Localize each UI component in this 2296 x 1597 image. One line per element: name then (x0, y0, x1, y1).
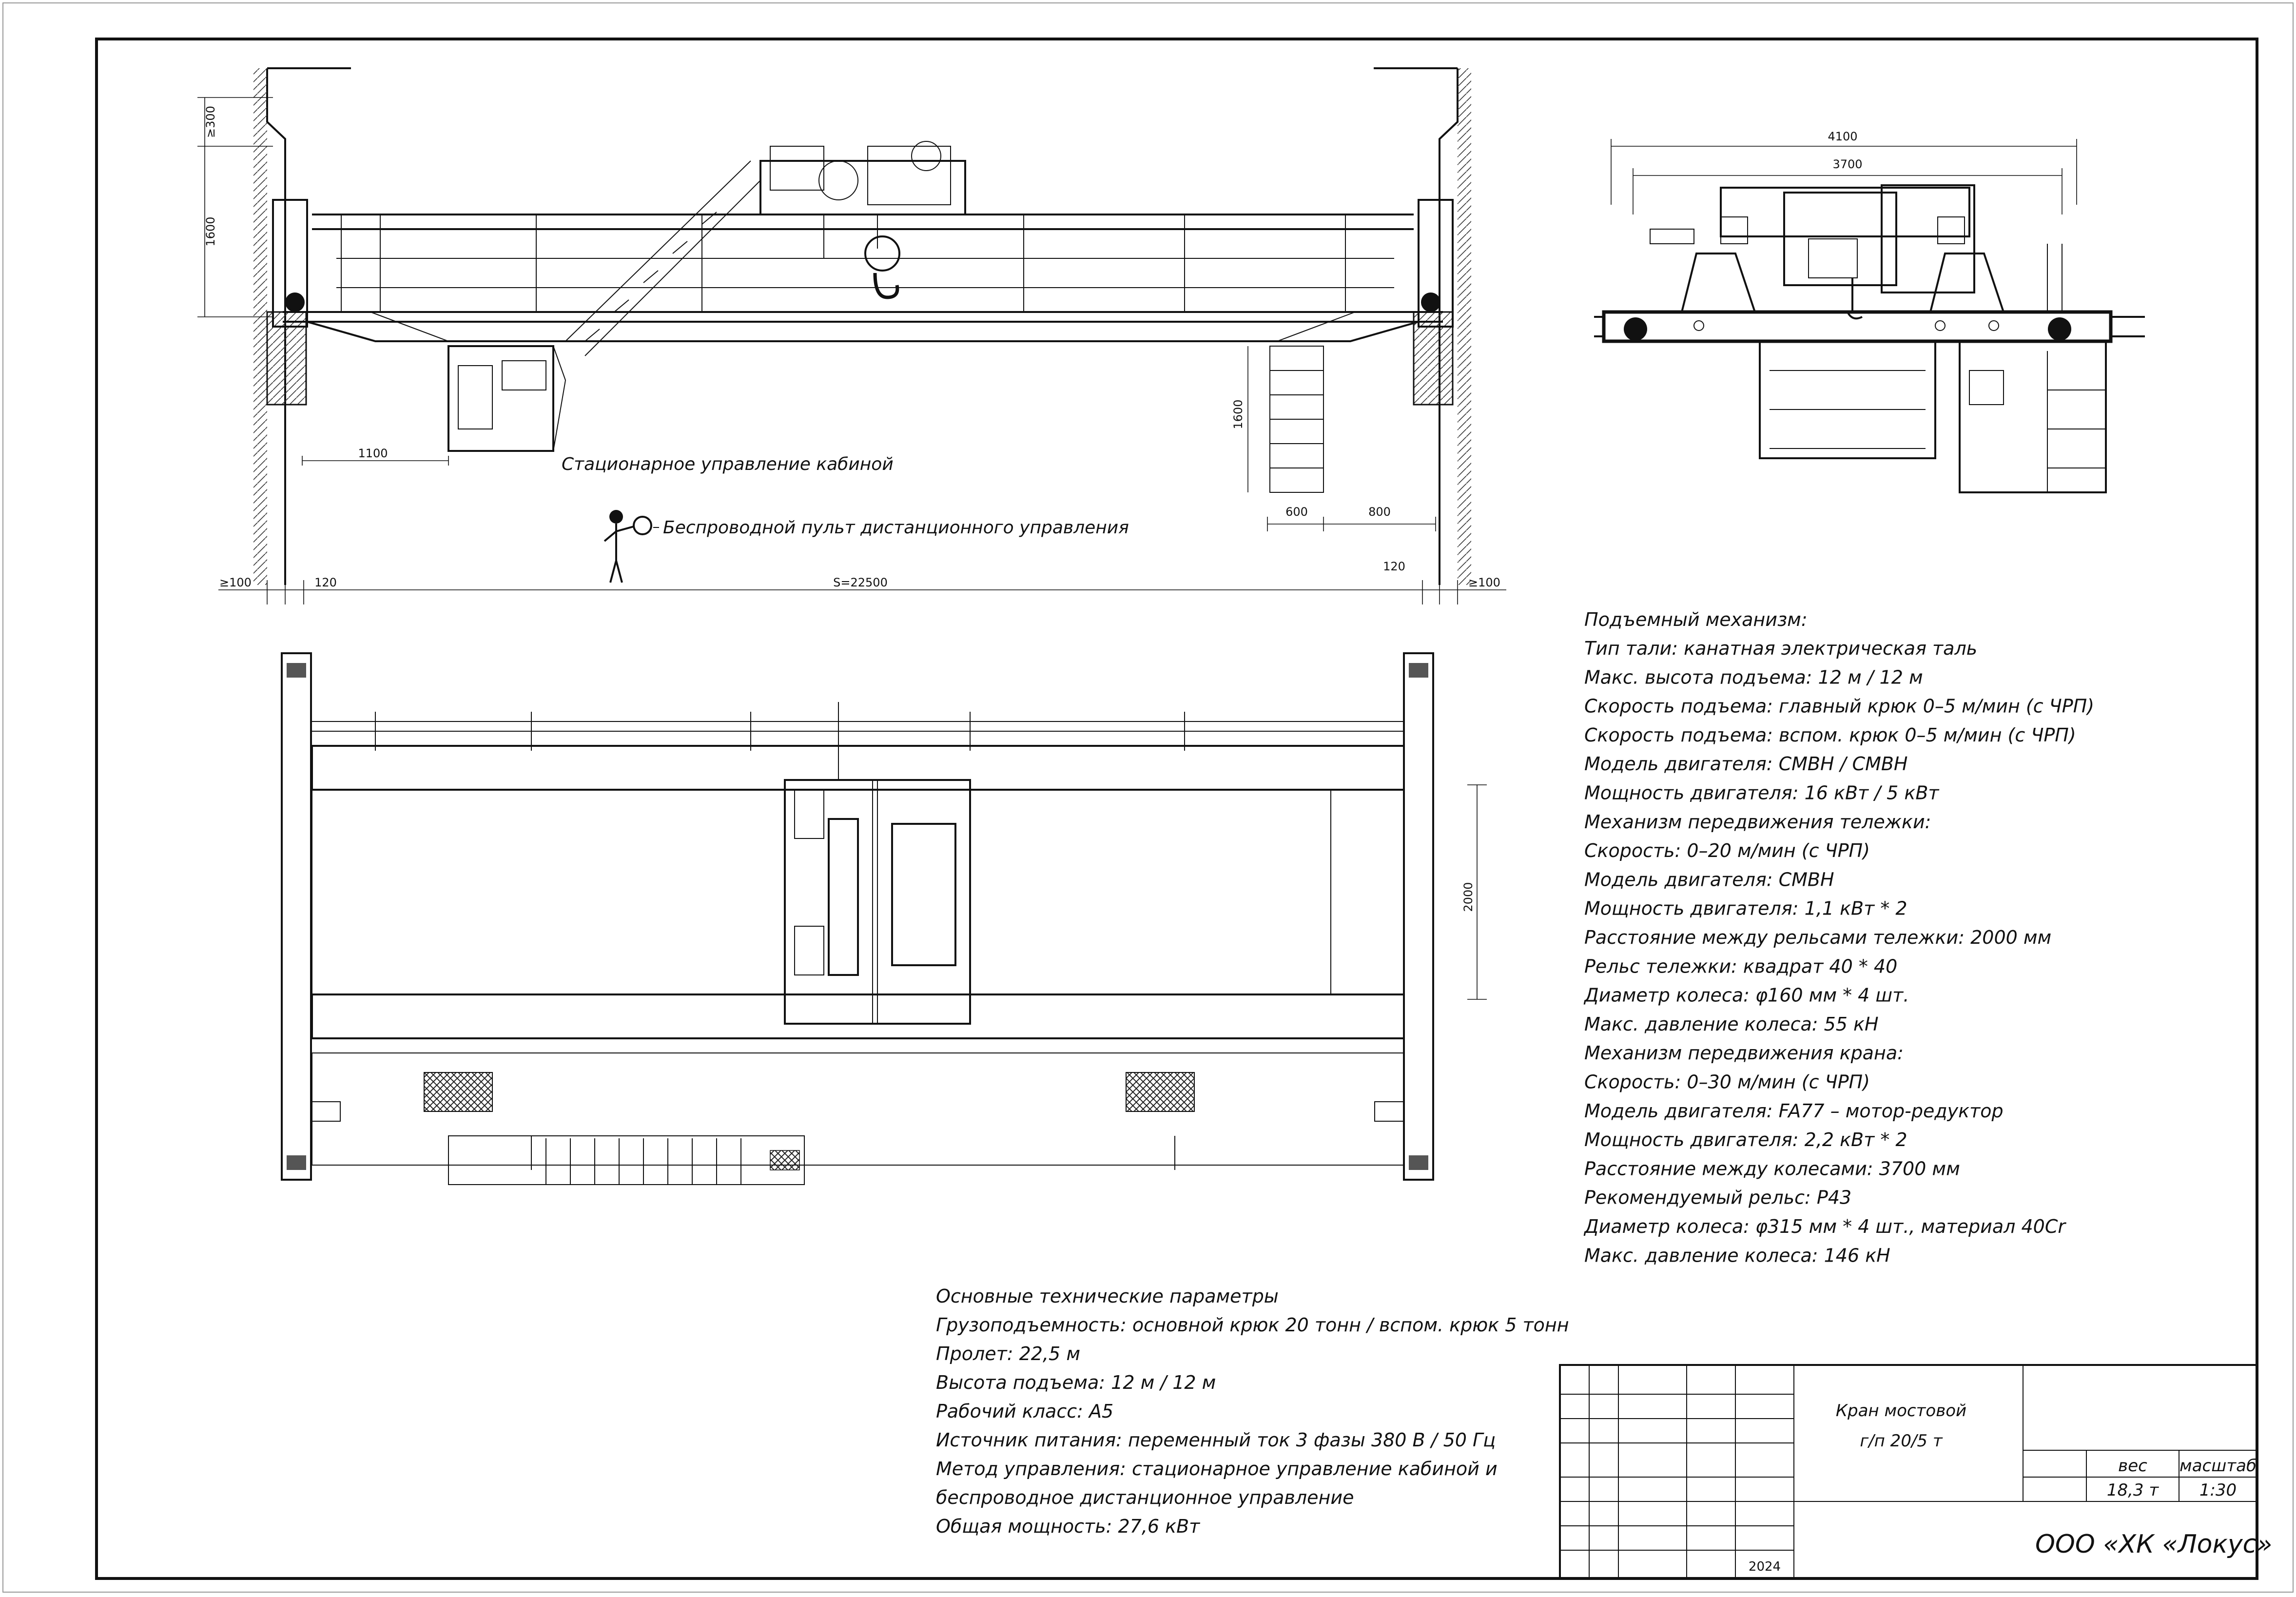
spec-line: Скорость подъема: вспом. крюк 0–5 м/мин … (1584, 724, 2076, 746)
tb-year: 2024 (1749, 1559, 1781, 1574)
spec-line: Рельс тележки: квадрат 40 * 40 (1584, 955, 1897, 977)
dim-right-gap: ≥100 (1468, 576, 1500, 589)
end-view: 4100 3700 (1594, 130, 2145, 493)
spec-line: Расстояние между рельсами тележки: 2000 … (1584, 927, 2051, 948)
spec-line: Диаметр колеса: φ315 мм * 4 шт., материа… (1583, 1216, 2066, 1237)
spec-line: Макс. давление колеса: 55 кН (1584, 1013, 1879, 1035)
main-params-title: Основные технические параметры (936, 1285, 1279, 1307)
remote-control-note: Беспроводной пульт дистанционного управл… (663, 518, 1129, 538)
param-line: беспроводное дистанционное управление (936, 1487, 1354, 1508)
spec-line: Мощность двигателя: 16 кВт / 5 кВт (1584, 782, 1940, 804)
spec-line: Модель двигателя: FA77 – мотор-редуктор (1584, 1100, 2004, 1122)
dim-overall-width: 4100 (1828, 130, 1857, 143)
main-params: Основные технические параметры Грузоподъ… (936, 1285, 1569, 1537)
spec-line: Макс. высота подъема: 12 м / 12 м (1584, 666, 1923, 688)
spec-line: Скорость: 0–30 м/мин (с ЧРП) (1584, 1071, 1870, 1093)
tb-name-2: г/п 20/5 т (1860, 1431, 1943, 1451)
spec-line: Механизм передвижения тележки: (1584, 811, 1931, 833)
tb-weight-label: вес (2118, 1456, 2147, 1476)
param-line: Грузоподъемность: основной крюк 20 тонн … (936, 1314, 1569, 1336)
operator-figure (603, 510, 652, 583)
tb-company: ООО «ХК «Локус» (2035, 1530, 2272, 1559)
spec-line: Скорость подъема: главный крюк 0–5 м/мин… (1584, 696, 2094, 717)
cabin-control-note: Стационарное управление кабиной (562, 454, 894, 474)
param-line: Высота подъема: 12 м / 12 м (936, 1372, 1216, 1393)
lifting-specs: Подъемный механизм: Тип тали: канатная э… (1583, 609, 2094, 1266)
spec-line: Диаметр колеса: φ160 мм * 4 шт. (1583, 985, 1909, 1006)
param-line: Метод управления: стационарное управлени… (936, 1458, 1498, 1480)
tb-weight-value: 18,3 т (2107, 1480, 2160, 1500)
dim-cab-offset: 1100 (358, 447, 388, 460)
drawing-frame (95, 38, 2258, 1580)
side-elevation-view: ≥300 1600 1100 1600 600 800 ≥100 120 S=2… (197, 67, 1506, 604)
param-line: Рабочий класс: A5 (936, 1401, 1113, 1422)
dim-wheelbase: 3700 (1832, 157, 1862, 171)
tb-scale-label: масштаб (2179, 1456, 2257, 1476)
spec-line: Модель двигателя: CMBH / CMBH (1584, 753, 1908, 775)
dim-right-rail: 120 (1383, 560, 1405, 573)
dim-ladder-w1: 600 (1285, 505, 1308, 519)
spec-line: Мощность двигателя: 2,2 кВт * 2 (1584, 1129, 1907, 1150)
dim-rail-gauge: 2000 (1461, 882, 1475, 912)
dim-height: 1600 (204, 216, 217, 246)
spec-line: Тип тали: канатная электрическая таль (1584, 638, 1977, 659)
dim-ladder-w2: 800 (1368, 505, 1391, 519)
dim-left-rail: 120 (314, 576, 337, 589)
specs-title: Подъемный механизм: (1584, 609, 1808, 630)
spec-line: Макс. давление колеса: 146 кН (1584, 1245, 1890, 1266)
spec-line: Механизм передвижения крана: (1584, 1042, 1904, 1064)
spec-line: Модель двигателя: CMBH (1584, 869, 1834, 890)
tb-name-1: Кран мостовой (1836, 1401, 1966, 1421)
tb-scale-value: 1:30 (2199, 1480, 2237, 1500)
spec-line: Скорость: 0–20 м/мин (с ЧРП) (1584, 840, 1870, 861)
plan-view: 2000 (281, 652, 1487, 1185)
dim-span: S=22500 (833, 576, 888, 589)
spec-line: Мощность двигателя: 1,1 кВт * 2 (1584, 898, 1907, 919)
param-line: Общая мощность: 27,6 кВт (936, 1516, 1201, 1537)
dim-clear-top: ≥300 (204, 106, 217, 138)
title-block: Кран мостовой г/п 20/5 т вес масштаб 18,… (1559, 1364, 2272, 1579)
spec-line: Рекомендуемый рельс: P43 (1584, 1187, 1851, 1208)
spec-line: Расстояние между колесами: 3700 мм (1584, 1158, 1960, 1179)
dim-left-gap: ≥100 (219, 576, 252, 589)
param-line: Источник питания: переменный ток 3 фазы … (936, 1429, 1496, 1451)
param-line: Пролет: 22,5 м (936, 1343, 1080, 1364)
dim-ladder-height: 1600 (1231, 399, 1245, 429)
